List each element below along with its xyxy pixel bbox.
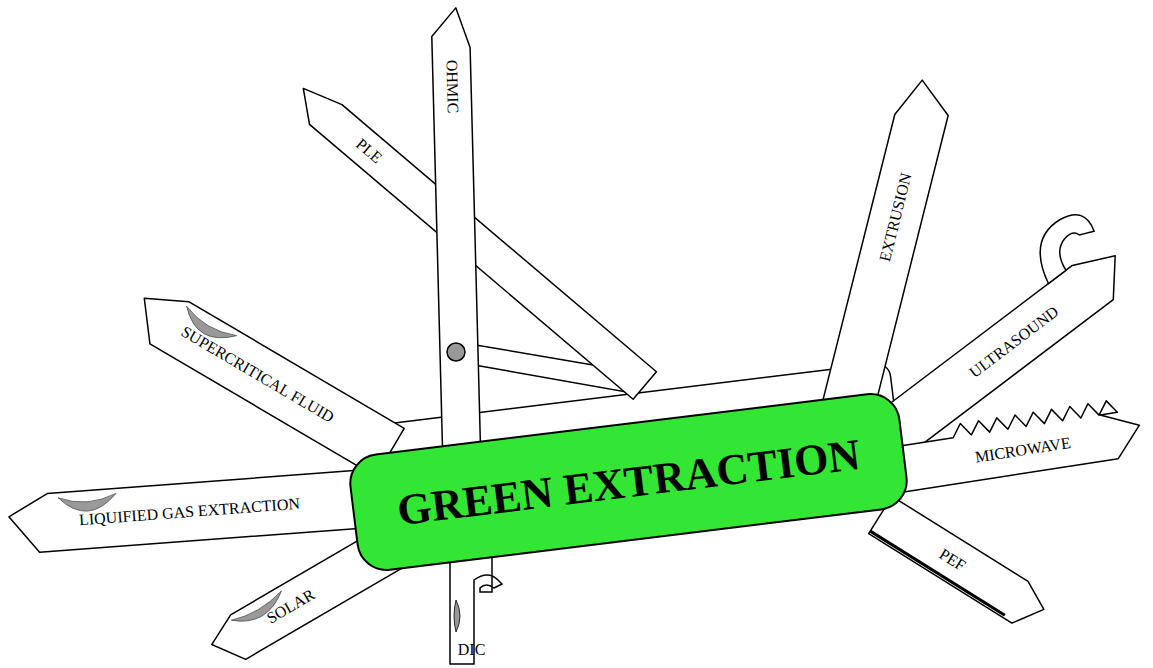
knife-body: GREEN EXTRACTION [345, 390, 910, 575]
blade-tool: LIQUIFIED GAS EXTRACTION [8, 469, 372, 554]
blade-tool: PEF [868, 496, 1051, 633]
title-text: GREEN EXTRACTION [394, 428, 862, 535]
blade-tool: SUPERCRITICAL FLUID [126, 281, 404, 476]
blade-label: OHMIC [442, 60, 461, 114]
scissor-pivot [447, 343, 465, 361]
blade-tool: OHMIC [431, 8, 481, 471]
blade-label: DIC [458, 641, 486, 659]
